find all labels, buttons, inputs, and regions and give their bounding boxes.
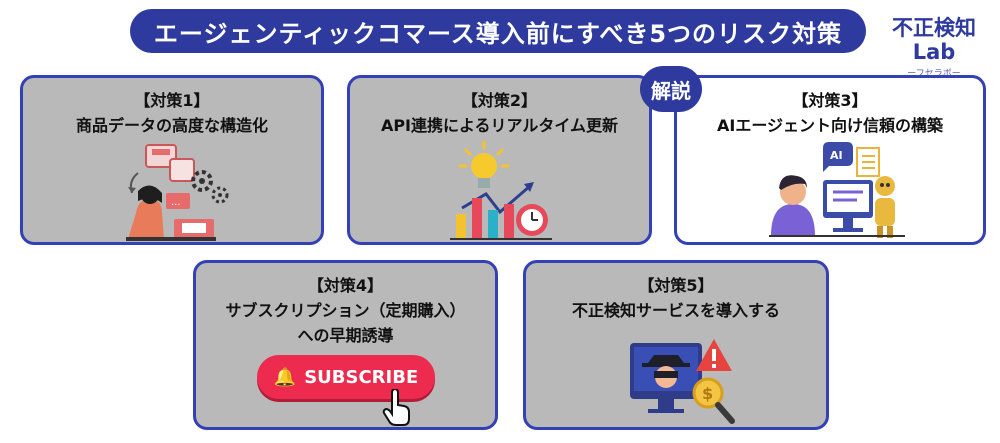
measure-5-title: 不正検知サービスを導入する — [571, 301, 780, 320]
explanation-badge: 解説 — [640, 66, 702, 112]
measure-4-title-line2: への早期誘導 — [297, 326, 394, 345]
measure-card-5: 【対策5】 不正検知サービスを導入する $ — [523, 260, 829, 430]
ai-bubble-label: AI — [830, 149, 843, 162]
measure-5-heading: 【対策5】 — [638, 276, 714, 295]
fraud-detection-illustration: $ — [630, 339, 735, 424]
measure-1-title: 商品データの高度な構造化 — [75, 116, 268, 135]
measure-card-4: 【対策4】 サブスクリプション（定期購入） への早期誘導 — [193, 260, 498, 430]
pointer-hand-icon — [382, 389, 410, 426]
ai-agent-trust-illustration: AI — [769, 142, 905, 238]
brand-logo: 不正検知Lab ーフセラボー — [878, 16, 990, 79]
measure-card-2: 【対策2】 API連携によるリアルタイム更新 — [347, 75, 652, 245]
measure-4-heading: 【対策4】 — [307, 276, 384, 295]
measure-card-3: 【対策3】 AIエージェント向け信頼の構築 AI — [674, 75, 986, 245]
svg-text:...: ... — [171, 197, 181, 208]
measure-2-heading: 【対策2】 — [461, 91, 538, 110]
brand-name: 不正検知Lab — [892, 16, 976, 64]
measure-3-heading: 【対策3】 — [792, 91, 868, 110]
brand-tagline: ーフセラボー — [907, 69, 961, 79]
measure-4-title-line1: サブスクリプション（定期購入） — [225, 301, 466, 320]
measure-3-title: AIエージェント向け信頼の構築 — [716, 116, 944, 135]
page-title: エージェンティックコマース導入前にすべき5つのリスク対策 — [130, 9, 866, 53]
subscribe-button[interactable]: 🔔 SUBSCRIBE — [257, 355, 435, 399]
svg-text:$: $ — [702, 384, 713, 403]
bell-icon: 🔔 — [273, 366, 297, 388]
measure-1-heading: 【対策1】 — [134, 91, 210, 110]
subscribe-button-label: SUBSCRIBE — [304, 366, 419, 388]
measure-2-title: API連携によるリアルタイム更新 — [380, 116, 619, 135]
measure-card-1: 【対策1】 商品データの高度な構造化 ... — [20, 75, 324, 245]
data-structuring-illustration: ... — [126, 144, 229, 241]
api-realtime-chart-illustration — [450, 140, 552, 240]
